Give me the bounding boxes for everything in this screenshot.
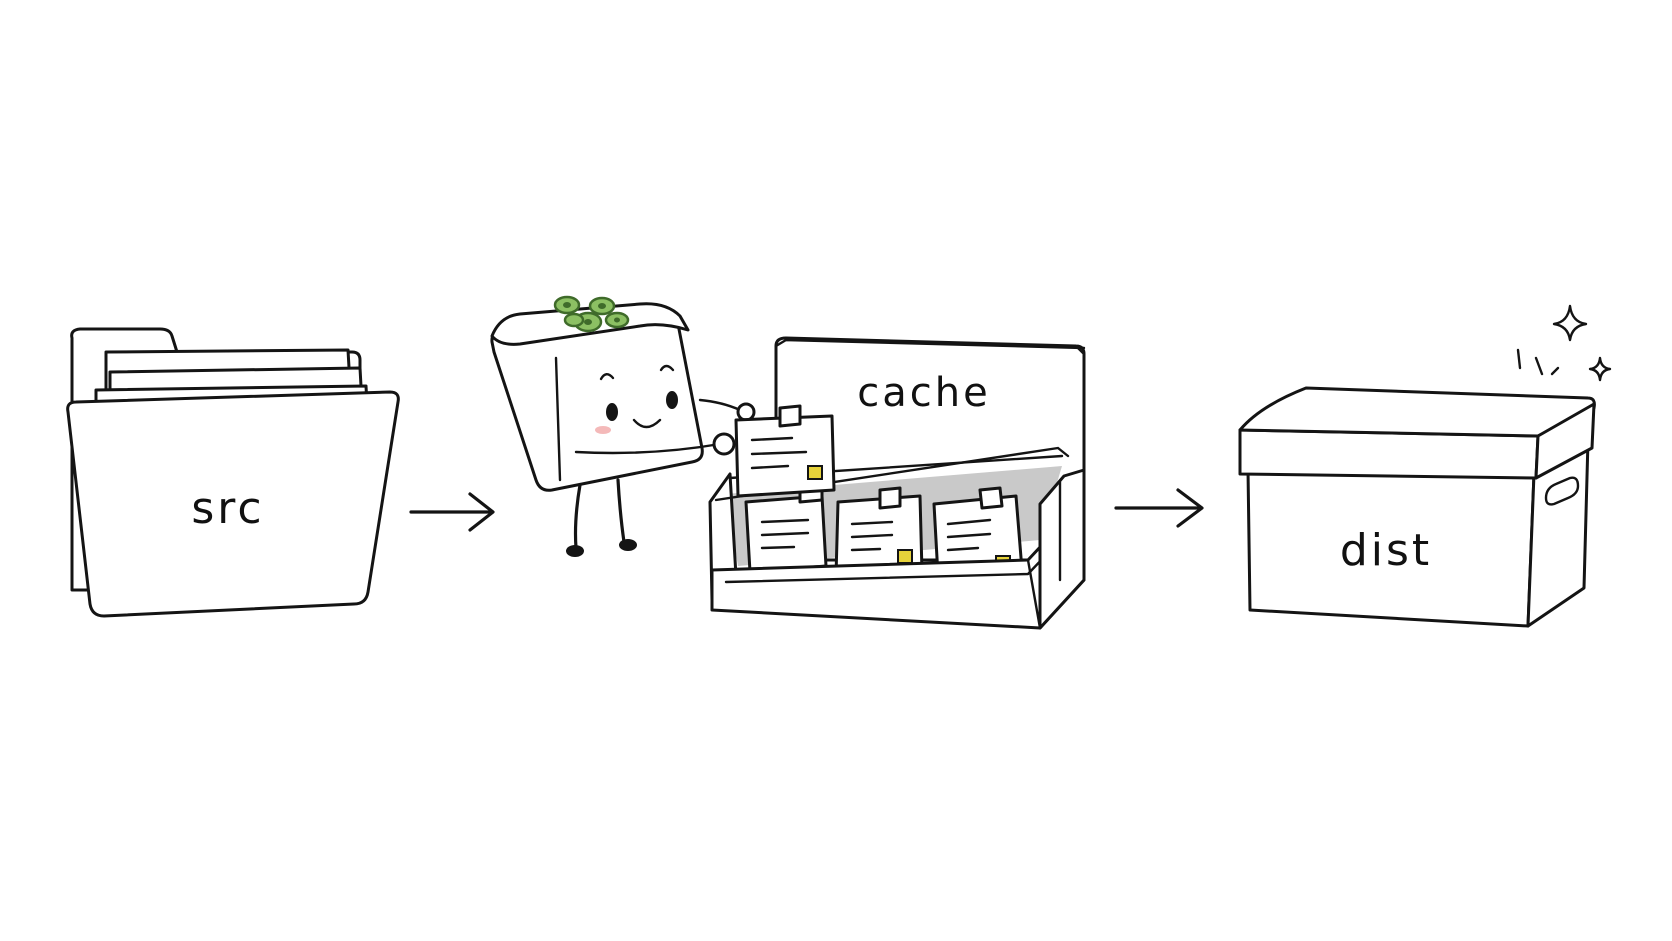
cache-box: cache [708,336,1086,630]
cache-card [932,486,1024,578]
sprout-icon [553,295,630,333]
src-label: src [191,483,264,534]
cache-label: cache [857,370,990,416]
arrow-right-icon [409,492,495,532]
src-folder-icon: src [66,327,400,618]
cube-mascot [490,295,756,557]
sparkle-icon [1516,304,1612,382]
dist-box-icon: dist [1238,386,1596,628]
dist-label: dist [1340,525,1432,576]
held-card [734,404,836,498]
arrow-right-icon [1114,488,1204,528]
